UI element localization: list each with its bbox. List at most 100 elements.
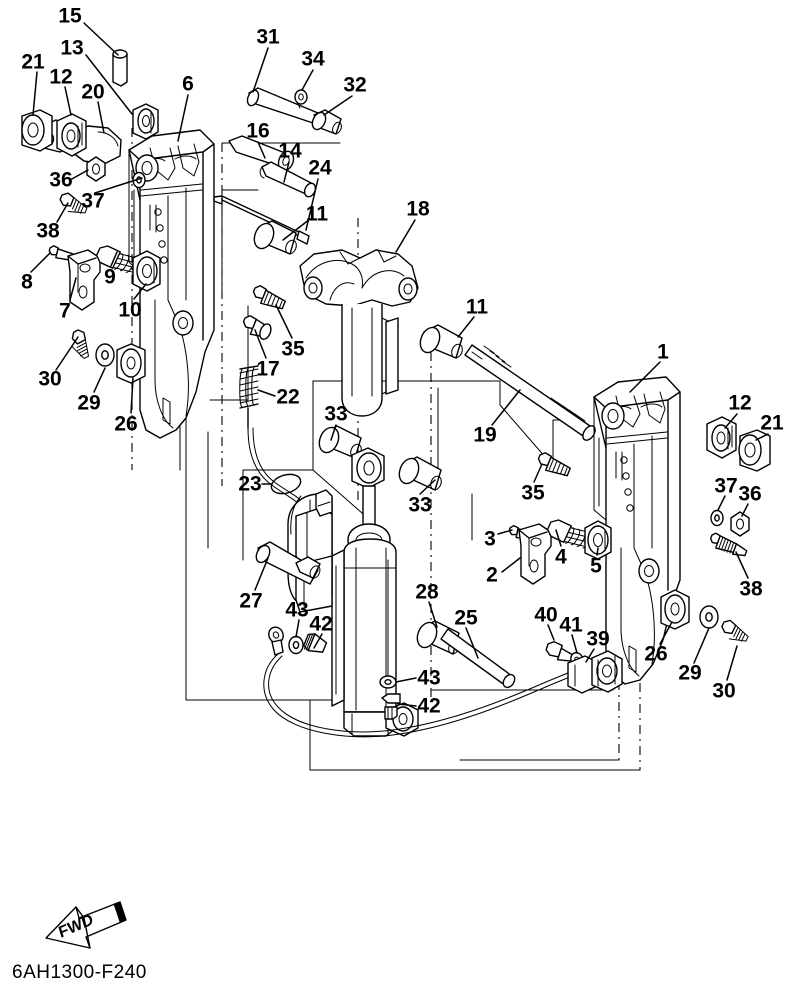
pin-15-art bbox=[112, 49, 128, 87]
callout-20[interactable]: 20 bbox=[81, 80, 105, 104]
callout-12[interactable]: 12 bbox=[49, 65, 73, 89]
bolt-17-art bbox=[242, 315, 272, 340]
callout-16[interactable]: 16 bbox=[246, 119, 270, 143]
bushing-13-art bbox=[132, 103, 159, 140]
washer-29-left-art bbox=[95, 343, 115, 367]
callout-33[interactable]: 33 bbox=[324, 402, 348, 426]
callout-18[interactable]: 18 bbox=[406, 197, 430, 221]
anode-bracket-starboard-art bbox=[518, 523, 552, 585]
callout-43[interactable]: 43 bbox=[285, 598, 309, 622]
callout-43[interactable]: 43 bbox=[417, 666, 441, 690]
callout-28[interactable]: 28 bbox=[415, 580, 439, 604]
callout-31[interactable]: 31 bbox=[256, 25, 280, 49]
fastener-left-group bbox=[56, 156, 146, 219]
leader-lines bbox=[30, 22, 769, 707]
callout-27[interactable]: 27 bbox=[239, 589, 263, 613]
callout-30[interactable]: 30 bbox=[38, 367, 62, 391]
callout-9[interactable]: 9 bbox=[104, 265, 116, 289]
callout-14[interactable]: 14 bbox=[278, 139, 302, 163]
callout-42[interactable]: 42 bbox=[309, 612, 333, 636]
nut-12-right-art bbox=[706, 416, 737, 459]
callout-35[interactable]: 35 bbox=[521, 481, 545, 505]
tilt-cylinder-assembly-art bbox=[287, 447, 419, 737]
callout-37[interactable]: 37 bbox=[81, 189, 105, 213]
callout-33[interactable]: 33 bbox=[408, 493, 432, 517]
callout-3[interactable]: 3 bbox=[484, 527, 496, 551]
callout-12[interactable]: 12 bbox=[728, 391, 752, 415]
callout-36[interactable]: 36 bbox=[49, 168, 73, 192]
bolt-35-right-art bbox=[537, 452, 571, 477]
callout-5[interactable]: 5 bbox=[590, 554, 602, 578]
callout-32[interactable]: 32 bbox=[343, 73, 367, 97]
washer-43-center-art bbox=[379, 675, 397, 689]
bolt-38-right-art bbox=[709, 532, 748, 557]
cable-terminal-left-art bbox=[268, 626, 284, 656]
callout-36[interactable]: 36 bbox=[738, 482, 762, 506]
callout-39[interactable]: 39 bbox=[586, 627, 610, 651]
callout-26[interactable]: 26 bbox=[114, 412, 138, 436]
collar-32-art bbox=[311, 109, 342, 135]
callout-22[interactable]: 22 bbox=[276, 385, 300, 409]
callout-26[interactable]: 26 bbox=[644, 642, 668, 666]
clamp-39-art bbox=[567, 650, 623, 694]
callout-1[interactable]: 1 bbox=[657, 340, 669, 364]
clamp-bracket-starboard-art bbox=[593, 376, 681, 685]
shaft-27-art bbox=[255, 541, 321, 585]
callout-13[interactable]: 13 bbox=[60, 36, 84, 60]
washer-29-right-art bbox=[699, 605, 719, 629]
callout-29[interactable]: 29 bbox=[678, 661, 702, 685]
cap-left-art bbox=[21, 109, 53, 152]
washer-43-left-art bbox=[288, 635, 304, 655]
callout-11[interactable]: 11 bbox=[305, 202, 329, 226]
callout-7[interactable]: 7 bbox=[59, 299, 71, 323]
callout-38[interactable]: 38 bbox=[739, 577, 763, 601]
shaft-25-art bbox=[440, 628, 516, 689]
callout-21[interactable]: 21 bbox=[760, 411, 784, 435]
clip-34-art bbox=[294, 89, 308, 109]
callout-42[interactable]: 42 bbox=[417, 694, 441, 718]
callout-17[interactable]: 17 bbox=[256, 357, 280, 381]
fwd-arrow-art bbox=[45, 901, 127, 949]
tilt-shaft-19-art bbox=[464, 344, 596, 441]
bushing-11a-art bbox=[253, 220, 297, 255]
callout-35[interactable]: 35 bbox=[281, 337, 305, 361]
diagram-code: 6AH1300-F240 bbox=[12, 962, 147, 983]
anode-bracket-port-art bbox=[67, 249, 101, 311]
swivel-bracket-art bbox=[128, 129, 215, 439]
callout-23[interactable]: 23 bbox=[238, 472, 262, 496]
callout-11[interactable]: 11 bbox=[465, 295, 489, 319]
callout-4[interactable]: 4 bbox=[555, 545, 567, 569]
callout-21[interactable]: 21 bbox=[21, 50, 45, 74]
callout-37[interactable]: 37 bbox=[714, 474, 738, 498]
callout-38[interactable]: 38 bbox=[36, 219, 60, 243]
callout-15[interactable]: 15 bbox=[58, 4, 82, 28]
callout-30[interactable]: 30 bbox=[712, 679, 736, 703]
nut-36-right-art bbox=[730, 511, 750, 537]
callout-19[interactable]: 19 bbox=[473, 423, 497, 447]
washer-37-right-art bbox=[710, 509, 724, 527]
callout-8[interactable]: 8 bbox=[21, 270, 33, 294]
callout-24[interactable]: 24 bbox=[308, 156, 332, 180]
callout-29[interactable]: 29 bbox=[77, 391, 101, 415]
callout-2[interactable]: 2 bbox=[486, 563, 498, 587]
callout-40[interactable]: 40 bbox=[534, 603, 558, 627]
callout-34[interactable]: 34 bbox=[301, 47, 325, 71]
bushing-26-right-art bbox=[660, 589, 690, 630]
callout-41[interactable]: 41 bbox=[559, 613, 583, 637]
bushing-5-art bbox=[584, 520, 612, 560]
bushing-33b-art bbox=[398, 456, 442, 491]
pin-14-art bbox=[259, 161, 317, 198]
bracket-18-art bbox=[299, 249, 419, 417]
shaft-31-art bbox=[246, 87, 319, 124]
bolt-30-left-art bbox=[65, 327, 96, 362]
callout-25[interactable]: 25 bbox=[454, 606, 478, 630]
callout-6[interactable]: 6 bbox=[182, 72, 194, 96]
cap-21-right-art bbox=[738, 429, 771, 472]
callout-10[interactable]: 10 bbox=[118, 298, 142, 322]
collar-16-art bbox=[228, 135, 295, 172]
grommet-23-art bbox=[270, 473, 302, 495]
nut-left-art bbox=[56, 113, 87, 157]
